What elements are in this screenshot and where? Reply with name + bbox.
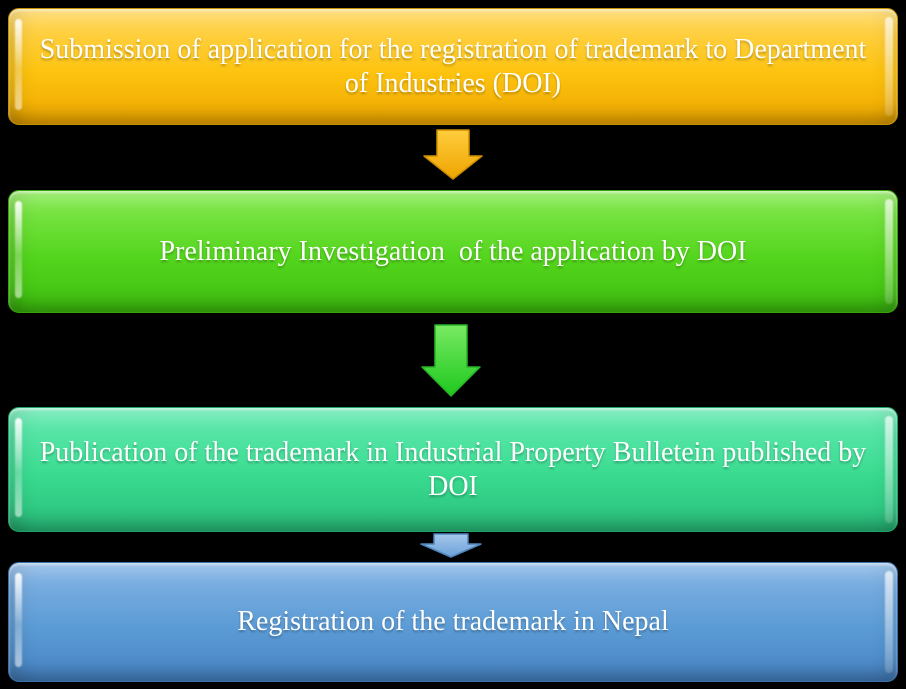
step-label: Preliminary Investigation of the applica… [159,235,747,267]
step-label: Publication of the trademark in Industri… [39,436,874,502]
step-label: Registration of the trademark in Nepal [237,606,669,637]
step-label: Submission of application for the regist… [39,33,874,99]
flow-step-preliminary-investigation: Preliminary Investigation of the applica… [8,190,898,313]
down-arrow-orange-icon [423,129,483,180]
down-arrow-green-icon [421,324,481,397]
flow-step-registration: Registration of the trademark in Nepal [8,562,898,682]
flow-step-submission: Submission of application for the regist… [8,8,898,125]
down-arrow-blue-icon [420,533,482,558]
flow-step-publication: Publication of the trademark in Industri… [8,407,898,532]
